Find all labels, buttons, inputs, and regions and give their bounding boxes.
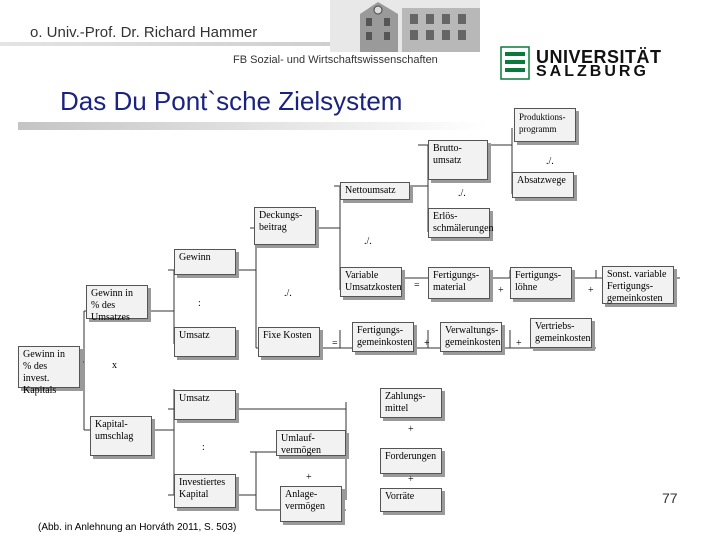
operator-divide-kapital: : [202,442,205,453]
operator-minus-deckung: ./. [364,236,372,247]
box-vorraete: Vorräte [380,488,442,512]
box-fertigungsmaterial: Fertigungs-material [428,267,490,299]
box-kapitalumschlag: Kapital-umschlag [90,416,152,456]
box-fertigungsloehne: Fertigungs-löhne [510,267,572,299]
box-absatzwege: Absatzwege [512,172,574,198]
logo-line-1: UNIVERSITÄT [536,47,662,67]
operator-minus-absatz: ./. [546,156,554,167]
operator-divide-umsatz: : [198,298,201,309]
box-produktionsprogramm: Produktions-programm [514,108,576,142]
box-zahlungsmittel: Zahlungs-mittel [380,388,442,418]
operator-times: x [112,360,117,371]
operator-plus-5: + [408,424,414,435]
building-illustration [330,0,480,52]
box-gewinn-kapital: Gewinn in % des invest. Kapitals [18,346,80,396]
page-number: 77 [662,490,678,506]
operator-equals-fix: = [332,338,338,349]
box-umlaufvermoegen: Umlauf-vermögen [276,430,346,456]
logo-mark-icon [500,46,530,80]
operator-minus-gewinn: ./. [284,288,292,299]
operator-equals-variable: = [414,280,420,291]
operator-plus-6: + [306,472,312,483]
operator-plus-1: + [498,285,504,296]
box-vertriebsgemeinkosten: Vertriebs-gemeinkosten [530,318,592,348]
box-bruttoumsatz: Brutto-umsatz [428,140,488,180]
operator-plus-4: + [516,338,522,349]
operator-plus-3: + [424,338,430,349]
box-forderungen: Forderungen [380,448,442,474]
box-sonst-variable: Sonst. variable Fertigungs-gemeinkosten [602,266,674,304]
author-name: o. Univ.-Prof. Dr. Richard Hammer [30,24,258,41]
operator-plus-7: + [408,474,414,485]
box-variable-umsatzkosten: Variable Umsatzkosten [340,267,402,297]
operator-minus-netto: ./. [458,188,466,199]
department-name: FB Sozial- und Wirtschaftswissenschaften [233,54,438,66]
box-fertigungsgemeinkosten: Fertigungs-gemeinkosten [352,322,414,352]
box-gewinn-umsatz: Gewinn in % des Umsatzes [86,285,148,323]
header-band [0,42,470,46]
logo-line-2: SALZBURG [536,63,649,80]
page-title: Das Du Pont`sche Zielsystem [60,86,403,116]
source-citation: (Abb. in Anlehnung an Horváth 2011, S. 5… [38,522,237,533]
box-umsatz-2: Umsatz [174,390,236,420]
university-logo: UNIVERSITÄT SALZBURG [500,46,680,82]
title-underline [18,122,488,130]
operator-plus-2: + [588,285,594,296]
box-deckungsbeitrag: Deckungs-beitrag [254,207,316,245]
box-nettoumsatz: Nettoumsatz [340,182,410,200]
box-umsatz-1: Umsatz [174,327,236,357]
box-verwaltungsgemeinkosten: Verwaltungs-gemeinkosten [440,322,502,352]
box-anlagevermoegen: Anlage-vermögen [280,486,342,522]
box-erloesschmaelerungen: Erlös-schmälerungen [428,208,494,238]
box-gewinn: Gewinn [174,249,236,275]
box-investiertes-kapital: Investiertes Kapital [174,474,236,508]
box-fixe-kosten: Fixe Kosten [258,327,320,357]
